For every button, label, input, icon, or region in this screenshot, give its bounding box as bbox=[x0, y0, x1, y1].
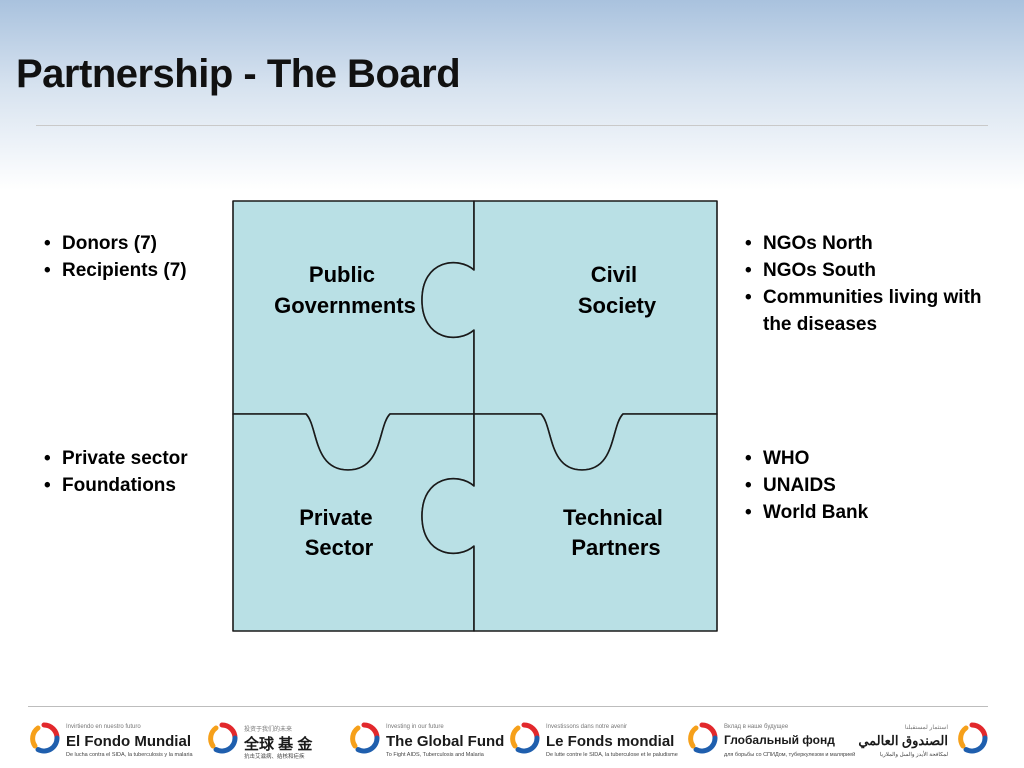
logo-subtitle: To Fight AIDS, Tuberculosis and Malaria bbox=[386, 752, 484, 758]
logo-subtitle: لمكافحة الأيدز والسل والملاريا bbox=[879, 752, 948, 758]
title-divider bbox=[36, 125, 988, 126]
logo-name: The Global Fund bbox=[386, 733, 505, 750]
logo-tagline: Investing in our future bbox=[386, 724, 444, 730]
public-governments-label: Public Governments bbox=[274, 262, 416, 318]
label-line: Technical bbox=[563, 505, 663, 530]
logo-subtitle: для борьбы со СПИДом, туберкулезом и мал… bbox=[724, 752, 856, 758]
global-fund-swirl-icon bbox=[688, 722, 718, 754]
bullet-item: World Bank bbox=[743, 499, 868, 526]
bullet-item: Donors (7) bbox=[42, 230, 187, 257]
global-fund-swirl-icon bbox=[350, 722, 380, 754]
logo-arabic: استثمار لمستقبلنا الصندوق العالمي لمكافح… bbox=[852, 720, 948, 760]
private-sector-members: Private sector Foundations bbox=[42, 445, 188, 499]
footer-logo-strip: Invirtiendo en nuestro futuro El Fondo M… bbox=[0, 712, 1024, 768]
civil-society-label: Civil Society bbox=[578, 262, 657, 318]
logo-tagline: Вклад в наше будущее bbox=[724, 724, 789, 730]
global-fund-swirl-icon bbox=[30, 722, 60, 754]
label-line: Partners bbox=[571, 535, 660, 560]
label-line: Society bbox=[578, 293, 657, 318]
bullet-item: NGOs South bbox=[743, 257, 993, 284]
label-line: Public bbox=[309, 262, 375, 287]
bullet-item: Foundations bbox=[42, 472, 188, 499]
public-governments-members: Donors (7) Recipients (7) bbox=[42, 230, 187, 284]
global-fund-swirl-icon bbox=[510, 722, 540, 754]
label-line: Sector bbox=[305, 535, 374, 560]
private-sector-label: Private Sector bbox=[299, 505, 379, 560]
bullet-item: NGOs North bbox=[743, 230, 993, 257]
logo-name: El Fondo Mundial bbox=[66, 733, 191, 750]
logo-tagline: استثمار لمستقبلنا bbox=[904, 725, 948, 731]
logo-tagline: Invirtiendo en nuestro futuro bbox=[66, 724, 141, 730]
slide-title: Partnership - The Board bbox=[16, 52, 461, 96]
civil-society-members: NGOs North NGOs South Communities living… bbox=[743, 230, 993, 338]
label-line: Private bbox=[299, 505, 372, 530]
label-line: Governments bbox=[274, 293, 416, 318]
header-background bbox=[0, 0, 1024, 190]
logo-name: 全球 基 金 bbox=[244, 736, 313, 753]
logo-subtitle: De lucha contra el SIDA, la tuberculosis… bbox=[66, 752, 193, 758]
technical-partners-members: WHO UNAIDS World Bank bbox=[743, 445, 868, 526]
logo-subtitle: De lutte contre le SIDA, la tuberculose … bbox=[546, 752, 678, 758]
logo-name: الصندوق العالمي bbox=[858, 733, 948, 748]
bullet-item: Private sector bbox=[42, 445, 188, 472]
logo-tagline: 投资于我们的未来 bbox=[244, 727, 293, 733]
bullet-item: Communities living with the diseases bbox=[743, 284, 993, 338]
logo-name: Глобальный фонд bbox=[724, 733, 835, 747]
logo-subtitle: 抗击艾滋病、结核和疟疾 bbox=[244, 754, 305, 760]
logo-name: Le Fonds mondial bbox=[546, 733, 675, 750]
footer-divider bbox=[28, 706, 988, 707]
global-fund-swirl-icon bbox=[208, 722, 238, 754]
technical-partners-label: Technical Partners bbox=[563, 505, 669, 560]
bullet-item: UNAIDS bbox=[743, 472, 868, 499]
global-fund-swirl-icon bbox=[958, 722, 988, 754]
logo-tagline: Investissons dans notre avenir bbox=[546, 724, 628, 730]
bullet-item: WHO bbox=[743, 445, 868, 472]
label-line: Civil bbox=[591, 262, 637, 287]
puzzle-piece-technical-partners bbox=[421, 413, 718, 632]
bullet-item: Recipients (7) bbox=[42, 257, 187, 284]
board-puzzle-diagram: Public Governments Civil Society Private… bbox=[232, 200, 718, 632]
